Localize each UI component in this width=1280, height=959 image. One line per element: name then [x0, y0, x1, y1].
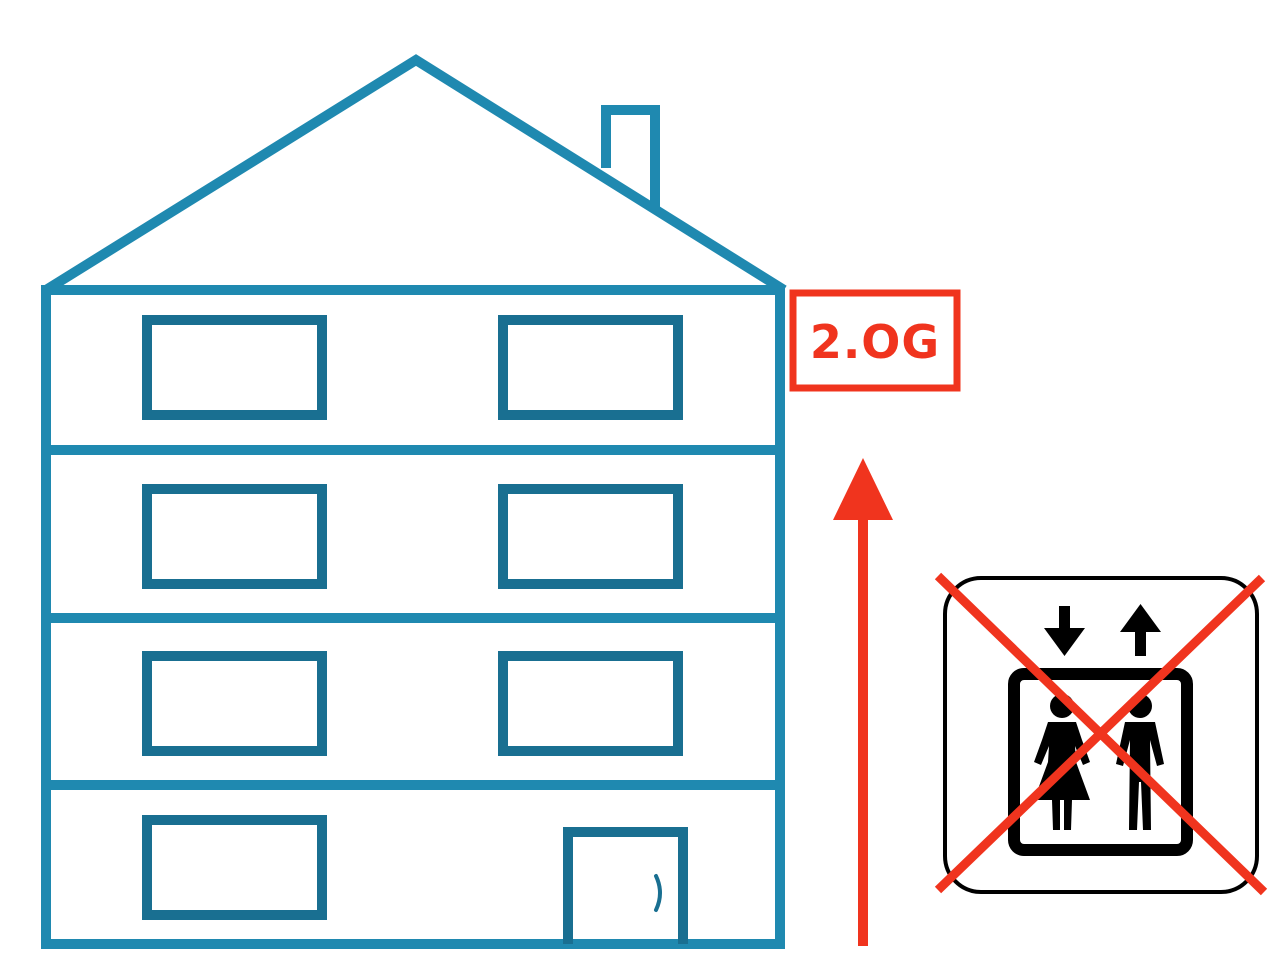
door-frame — [563, 827, 688, 944]
up-arrow-small-icon — [1120, 604, 1161, 656]
building — [41, 54, 787, 949]
floor-label-text: 2.OG — [810, 315, 940, 369]
door-handle — [654, 874, 662, 912]
window — [142, 651, 327, 756]
windows — [142, 315, 683, 920]
cross-out-icon — [934, 572, 1268, 896]
door — [563, 827, 688, 944]
window — [142, 815, 327, 920]
elevator-sign — [934, 572, 1268, 896]
window — [142, 315, 327, 420]
up-arrow-icon — [833, 458, 893, 946]
floor-label: 2.OG — [789, 289, 961, 392]
window — [498, 484, 683, 589]
arrow-head — [833, 458, 893, 520]
window — [498, 315, 683, 420]
window — [498, 651, 683, 756]
floor-label-box — [789, 289, 961, 392]
chimney — [601, 105, 660, 207]
window — [142, 484, 327, 589]
roof — [43, 54, 787, 295]
down-arrow-icon — [1044, 606, 1085, 656]
